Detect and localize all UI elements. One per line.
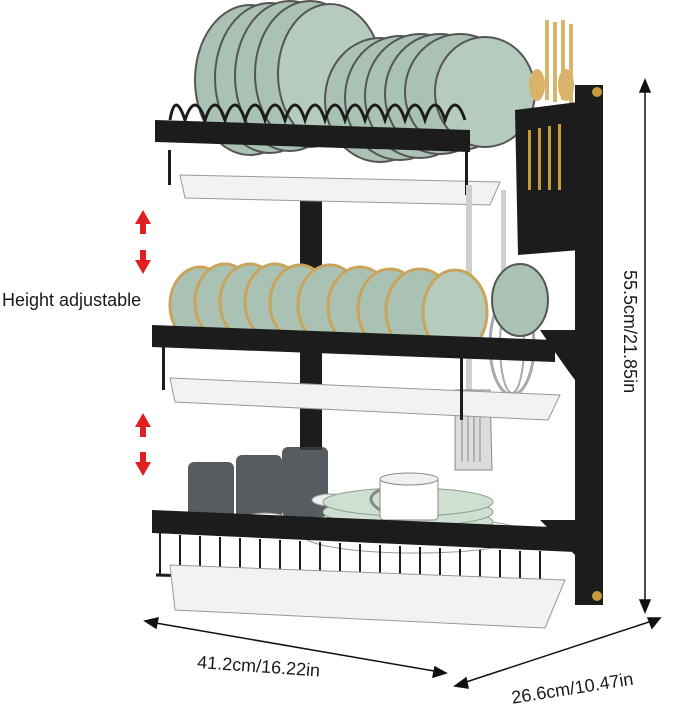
middle-tier [152, 262, 561, 421]
utensil-holder [515, 20, 580, 255]
arrow-up-icon-2 [135, 413, 151, 427]
arrow-up-icon [135, 210, 151, 224]
arrow-down-icon [135, 260, 151, 274]
top-tier [155, 0, 536, 206]
bottom-tier [152, 447, 575, 629]
adjust-arrows [135, 210, 151, 476]
cup [369, 472, 439, 521]
height-adjustable-label: Height adjustable [2, 290, 142, 310]
height-dimension-label: 55.5cm/21.85in [620, 270, 640, 394]
dimension-lines [143, 78, 662, 689]
bowls [168, 262, 549, 356]
arrow-down-icon-2 [135, 462, 151, 476]
